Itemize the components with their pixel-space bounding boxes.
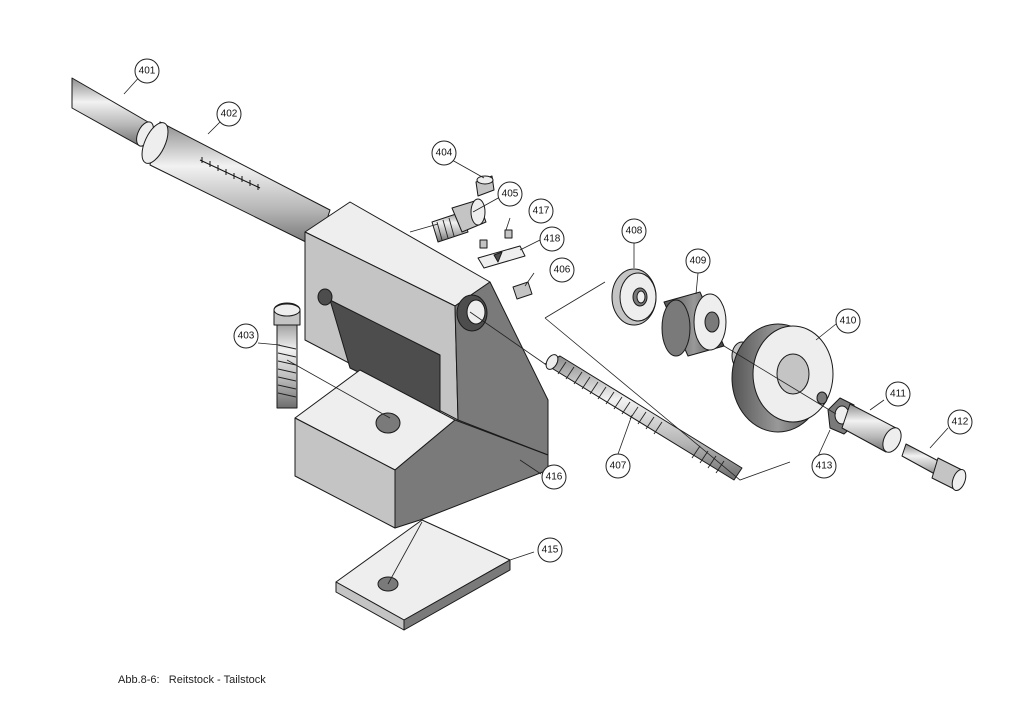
callout-416: 416 [541,464,567,490]
callout-411-label: 411 [890,389,906,400]
part-406-grub-screw [512,281,533,300]
leader-lines [123,73,949,561]
callout-412-label: 412 [952,417,969,428]
callout-406-label: 406 [554,265,571,276]
callout-418-label: 418 [544,234,561,245]
assembly-lines [286,223,837,585]
callout-404-label: 404 [436,148,453,159]
callout-402-label: 402 [221,109,238,120]
callout-404: 404 [431,140,457,166]
callout-417-label: 417 [533,206,550,217]
figure-caption: Abb.8-6: Reitstock - Tailstock [118,674,266,686]
figure-title: Reitstock - Tailstock [168,674,266,686]
part-415-base-plate [335,519,511,631]
callout-413: 413 [811,453,837,479]
part-417-pin [479,229,513,249]
callout-416-label: 416 [546,472,563,483]
callout-411: 411 [885,381,911,407]
callout-410-label: 410 [840,316,857,327]
callout-408-label: 408 [626,226,643,237]
callout-405-label: 405 [502,189,519,200]
part-403-bolt [273,302,301,409]
callout-415-label: 415 [542,545,559,556]
callout-412: 412 [947,409,973,435]
part-409-knurled-collar [661,291,727,357]
callout-401: 401 [134,58,160,84]
callout-407: 407 [605,453,631,479]
callout-401-label: 401 [139,66,156,77]
part-401-rod [71,77,154,147]
callout-402: 402 [216,101,242,127]
part-405-clamp-screw [431,198,487,243]
callout-408: 408 [621,218,647,244]
callout-415: 415 [537,537,563,563]
callout-418: 418 [539,226,565,252]
part-408-bearing-ring [611,268,657,326]
callout-417: 417 [528,198,554,224]
part-402-quill [141,121,331,249]
figure-number: Abb.8-6: [118,674,160,686]
callout-413-label: 413 [816,461,833,472]
callout-407-label: 407 [610,461,627,472]
part-407-spindle [544,354,743,481]
part-416-tailstock-body [294,201,549,529]
callout-410: 410 [835,308,861,334]
callout-409: 409 [685,248,711,274]
callout-406: 406 [549,257,575,283]
part-410-handwheel [731,323,834,433]
part-412-handle-pin [901,443,967,492]
part-404-screw [475,175,495,197]
part-411-handle-sleeve [841,403,902,453]
part-418-clip [477,245,526,269]
callout-409-label: 409 [690,256,707,267]
callout-405: 405 [497,181,523,207]
callout-403: 403 [233,323,259,349]
callout-403-label: 403 [238,331,255,342]
